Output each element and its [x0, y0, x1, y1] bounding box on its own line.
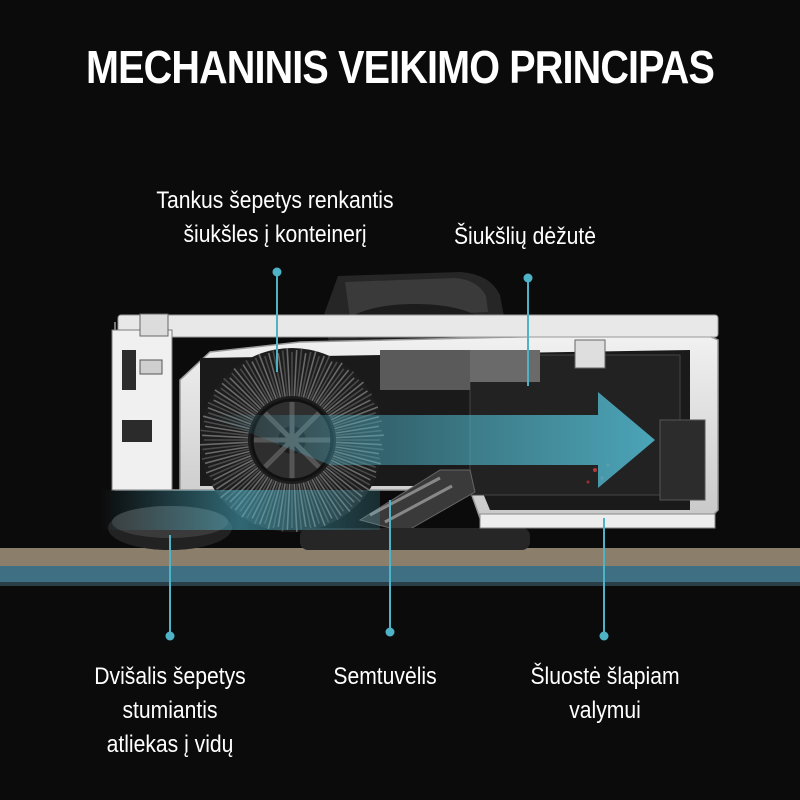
callout-lines	[165, 267, 609, 641]
brush-bristle	[267, 352, 282, 398]
label-roller-brush: Tankus šepetys renkantis šiukšles į kont…	[139, 184, 412, 252]
brush-bristle	[293, 350, 298, 397]
brush-bristle	[223, 377, 260, 412]
brush-bristle	[239, 368, 267, 405]
brush-bristle	[205, 455, 252, 474]
brush-bristle	[328, 390, 368, 417]
brush-bristle	[281, 350, 289, 397]
brush-bristle	[220, 465, 257, 493]
brush-bristle	[204, 425, 249, 434]
airflow-arrow	[100, 392, 655, 530]
brush-bristle	[220, 387, 257, 415]
brush-bristle	[307, 355, 325, 400]
brush-bristle	[324, 379, 360, 412]
brush-bristle	[277, 352, 286, 397]
label-line: Dvišalis šepetys	[94, 663, 246, 690]
brush-bristle	[304, 356, 320, 399]
brush-bristle	[329, 461, 371, 486]
brush-bristle	[213, 459, 254, 481]
label-line: atliekas į vidų	[106, 731, 234, 758]
brush-bristle	[329, 393, 373, 419]
brush-bristle	[320, 371, 355, 408]
brush-bristle	[264, 356, 280, 399]
label-line: šiukšles į konteinerį	[183, 221, 367, 248]
brush-bristle	[204, 450, 250, 465]
brush-bristle	[216, 463, 256, 490]
brush-bristle	[319, 369, 350, 407]
brush-bristle	[208, 452, 251, 468]
brush-bristle	[322, 377, 355, 410]
brush-bristle	[302, 350, 317, 398]
brush-bristle	[325, 381, 365, 413]
brush-bristle	[200, 441, 249, 446]
label-mop: Šluostė šlapiam valymui	[508, 660, 702, 728]
brush-bristle	[327, 465, 364, 493]
label-line: Tankus šepetys renkantis	[156, 187, 394, 214]
brush-bristle	[202, 434, 249, 439]
mop-pad	[300, 513, 716, 550]
brush-bristle	[251, 361, 273, 402]
label-scoop: Semtuvėlis	[310, 660, 460, 694]
brush-bristle	[245, 359, 271, 403]
brush-bristle	[202, 443, 249, 451]
brush-bristle	[311, 361, 333, 402]
label-line: stumiantis	[122, 697, 218, 724]
floor	[0, 548, 800, 586]
label-line: Šiukšlių dėžutė	[453, 223, 597, 250]
brush-bristle	[298, 352, 307, 397]
brush-bristle	[258, 353, 277, 400]
brush-bristle	[272, 349, 284, 398]
brush-bristle	[221, 382, 259, 413]
brush-bristle	[313, 361, 338, 403]
brush-bristle	[327, 387, 364, 415]
label-line: Semtuvėlis	[333, 663, 437, 690]
brush-bristle	[254, 357, 275, 401]
page-title: MECHANINIS VEIKIMO PRINCIPAS	[86, 41, 715, 93]
brush-bristle	[242, 364, 269, 404]
label-line: Šluostė šlapiam	[530, 663, 680, 690]
brush-bristle	[201, 448, 250, 460]
brush-bristle	[286, 348, 291, 397]
brush-bristle	[229, 377, 262, 410]
label-line: valymui	[569, 697, 641, 724]
brush-bristle	[211, 461, 255, 487]
brush-bristle	[213, 394, 255, 419]
brush-bristle	[315, 362, 343, 404]
brush-bristle	[309, 355, 331, 401]
label-dual-brush: Dvišalis šepetys stumiantis atliekas į v…	[73, 660, 267, 762]
brush-bristle	[231, 372, 264, 408]
brush-bristle	[214, 389, 256, 417]
brush-bristle	[300, 351, 312, 398]
brush-bristle	[200, 429, 249, 437]
brush-bristle	[295, 348, 303, 397]
brush-bristle	[317, 368, 345, 405]
brush-bristle	[204, 446, 249, 455]
brush-bristle	[328, 463, 370, 491]
brush-bristle	[233, 367, 265, 407]
brush-bristle	[209, 457, 253, 478]
label-dust-bin: Šiukšlių dėžutė	[428, 220, 622, 254]
